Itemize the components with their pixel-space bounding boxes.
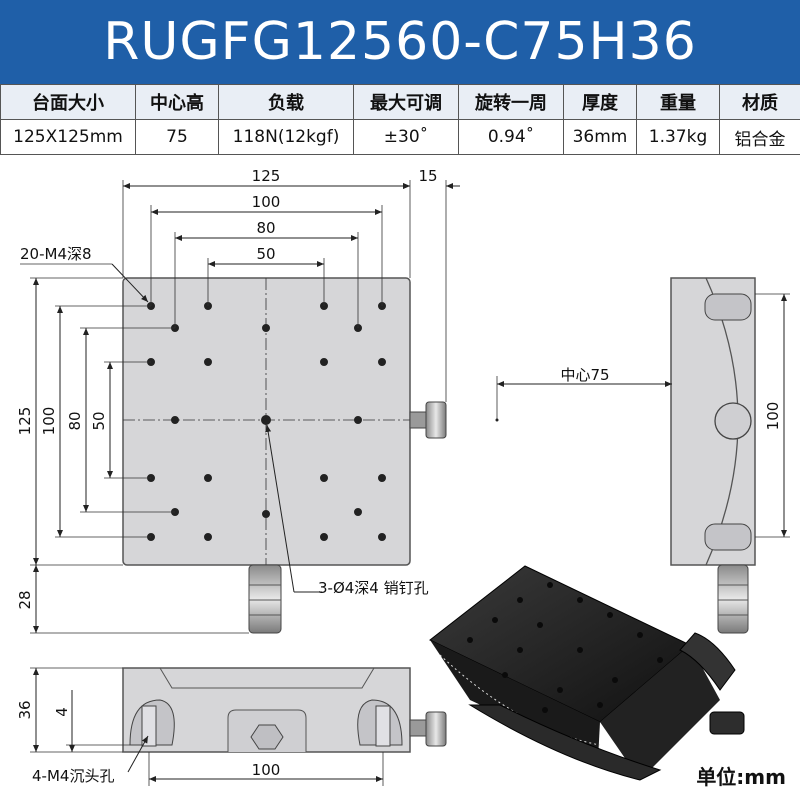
spec-value-cell: 118N(12kgf) (218, 119, 354, 155)
dim-center-75: 中心75 (560, 366, 609, 384)
dim-width-100: 100 (252, 193, 281, 211)
spec-value-cell: 75 (135, 119, 219, 155)
product-render (429, 565, 745, 781)
dim-front-4: 4 (53, 707, 71, 717)
dim-height-50: 50 (90, 411, 108, 430)
spec-value-cell: 0.94˚ (458, 119, 564, 155)
dim-width-50: 50 (256, 245, 275, 263)
callout-holes-top: 20-M4深8 (20, 245, 92, 263)
dim-width-80: 80 (256, 219, 275, 237)
callout-pin-holes: 3-Ø4深4 销钉孔 (318, 579, 429, 597)
top-side-knob (425, 401, 447, 439)
spec-header-cell: 重量 (636, 84, 720, 120)
product-title: RUGFG12560-C75H36 (103, 12, 697, 72)
render-knob (709, 711, 745, 735)
dim-height-125: 125 (16, 407, 34, 436)
dim-width-125: 125 (252, 167, 281, 185)
title-bar (0, 0, 800, 84)
front-side-knob (409, 719, 427, 737)
spec-header-cell: 旋转一周 (458, 84, 564, 120)
spec-value-cell: 1.37kg (636, 119, 720, 155)
spec-header-cell: 最大可调 (353, 84, 459, 120)
spec-value-cell: ±30˚ (353, 119, 459, 155)
spec-header-cell: 负载 (218, 84, 354, 120)
spec-value-cell: 125X125mm (0, 119, 136, 155)
spec-value-cell: 铝合金 (719, 119, 800, 155)
side-view: 100 中心75 (495, 277, 790, 634)
dim-height-100: 100 (40, 407, 58, 436)
top-holes (147, 302, 386, 541)
spec-header-cell: 厚度 (563, 84, 637, 120)
spec-header-cell: 中心高 (135, 84, 219, 120)
spec-value-cell: 36mm (563, 119, 637, 155)
dim-front-100: 100 (252, 761, 281, 779)
top-view: 125 15 100 80 50 125 100 80 50 (16, 167, 460, 634)
spec-header-row: 台面大小 中心高 负载 最大可调 旋转一周 厚度 重量 材质 (0, 84, 800, 120)
front-hex-socket (250, 724, 284, 750)
technical-drawing: 125 15 100 80 50 125 100 80 50 (16, 167, 790, 786)
side-bottom-knob (717, 564, 749, 634)
unit-label: 单位:mm (696, 765, 786, 789)
dim-side-height-100: 100 (764, 402, 782, 431)
top-side-knob-shaft (409, 411, 427, 429)
top-bottom-knob (248, 564, 282, 634)
dim-width-15: 15 (418, 167, 437, 185)
side-center-circle (714, 402, 752, 440)
dim-height-28: 28 (16, 590, 34, 609)
callout-countersunk: 4-M4沉头孔 (32, 767, 114, 785)
spec-table: 台面大小 中心高 负载 最大可调 旋转一周 厚度 重量 材质 125X125mm… (0, 84, 800, 155)
side-body (670, 277, 756, 566)
dim-height-80: 80 (66, 411, 84, 430)
spec-header-cell: 材质 (719, 84, 800, 120)
spec-value-row: 125X125mm 75 118N(12kgf) ±30˚ 0.94˚ 36mm… (0, 119, 800, 155)
spec-header-cell: 台面大小 (0, 84, 136, 120)
front-view: 36 4 4-M4沉头孔 100 (16, 667, 447, 786)
dim-front-36: 36 (16, 700, 34, 719)
